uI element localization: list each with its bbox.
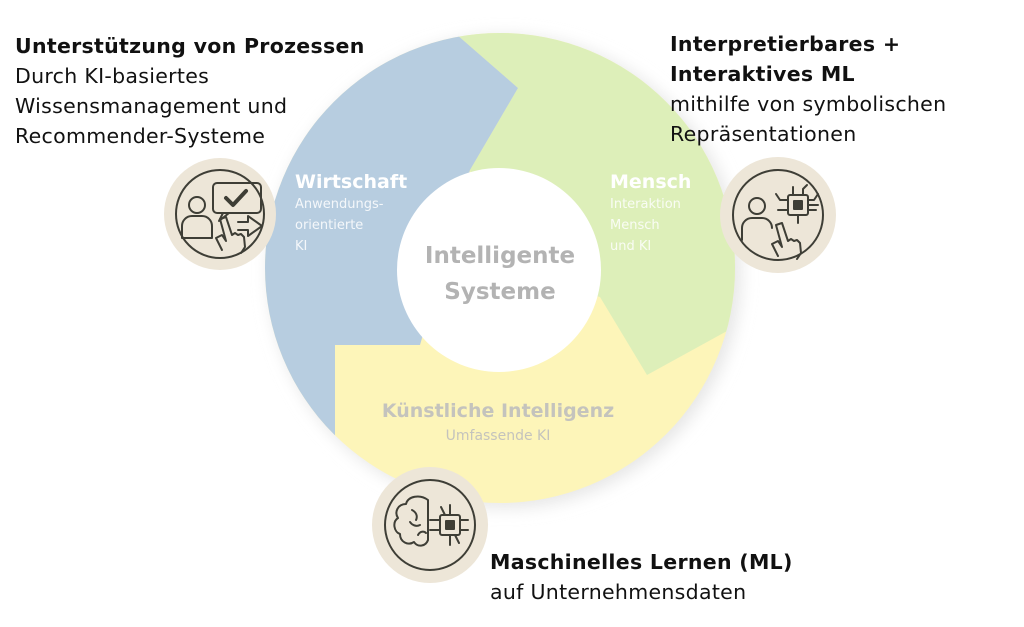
user-chip-pointer-icon xyxy=(720,157,836,273)
segment-line: orientierte xyxy=(295,218,364,233)
segment-label-ki: Künstliche Intelligenz Umfassende KI xyxy=(300,400,696,444)
note-title: Unterstützung von Prozessen xyxy=(15,34,365,58)
segment-wirtschaft xyxy=(265,33,518,503)
segment-title: Mensch xyxy=(610,171,692,193)
segment-label-wirtschaft: Wirtschaft Anwendungs- orientierte KI xyxy=(295,170,407,257)
note-line: Repräsentationen xyxy=(670,122,857,146)
center-circle xyxy=(397,168,601,372)
center-line: Systeme xyxy=(444,279,556,305)
note-line: auf Unternehmensdaten xyxy=(490,580,747,604)
segment-title: Wirtschaft xyxy=(295,171,408,193)
center-label: Intelligente Systeme xyxy=(398,238,602,310)
note-top-left: Unterstützung von Prozessen Durch KI-bas… xyxy=(15,31,365,151)
brain-chip-icon xyxy=(372,467,488,583)
note-line: Wissensmanagement und xyxy=(15,94,288,118)
segment-subtitle: Umfassende KI xyxy=(445,428,551,444)
segment-line: und KI xyxy=(610,239,652,254)
segment-line: Interaktion xyxy=(610,197,681,212)
segment-line: Anwendungs- xyxy=(295,197,384,212)
note-title: Maschinelles Lernen (ML) xyxy=(490,550,793,574)
note-top-right: Interpretierbares + Interaktives ML mith… xyxy=(670,29,946,149)
note-bottom: Maschinelles Lernen (ML) auf Unternehmen… xyxy=(490,547,793,607)
segment-line: Mensch xyxy=(610,218,660,233)
note-title: Interaktives ML xyxy=(670,62,855,86)
segment-line: KI xyxy=(295,239,308,254)
segment-title: Künstliche Intelligenz xyxy=(381,400,615,422)
center-line: Intelligente xyxy=(424,243,576,269)
note-line: Durch KI-basiertes xyxy=(15,64,210,88)
segment-label-mensch: Mensch Interaktion Mensch und KI xyxy=(610,170,691,257)
note-line: mithilfe von symbolischen xyxy=(670,92,947,116)
user-checkmark-pointer-icon xyxy=(164,158,276,270)
note-line: Recommender-Systeme xyxy=(15,124,266,148)
note-title: Interpretierbares + xyxy=(670,32,901,56)
